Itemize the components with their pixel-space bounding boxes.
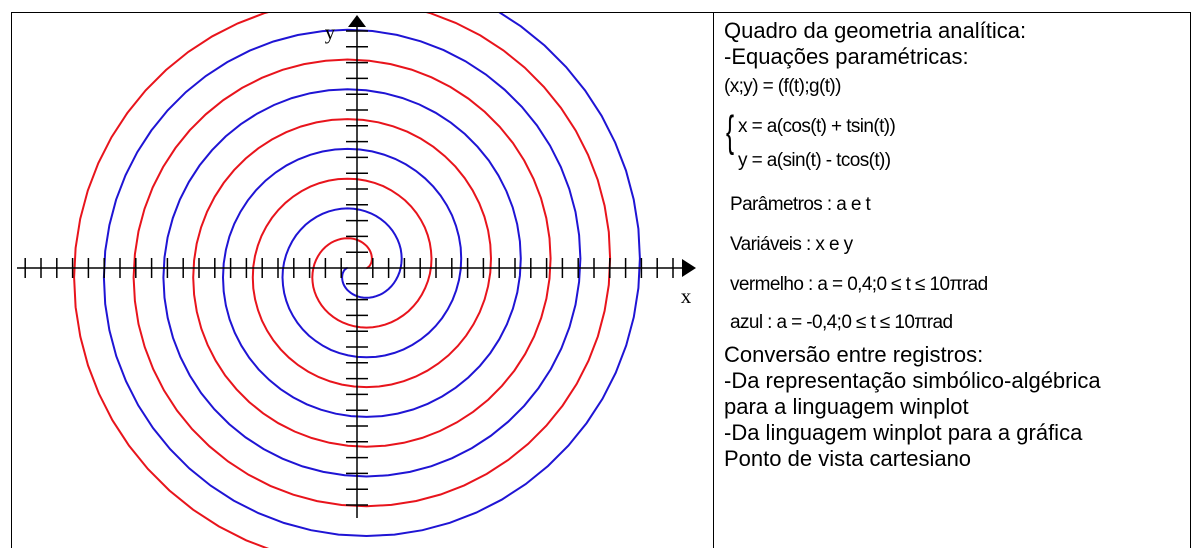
equation-general: (x;y) = (f(t);g(t)) — [724, 76, 841, 97]
y-axis-arrowhead — [348, 15, 366, 27]
vermelho-spiral — [73, 13, 612, 548]
x-axis-arrowhead — [682, 259, 696, 277]
azul-spiral — [102, 13, 641, 538]
conversion-line-2: para a linguagem winplot — [724, 394, 969, 419]
panel-title: Quadro da geometria analítica: — [724, 18, 1027, 43]
conversion-heading: Conversão entre registros: — [724, 342, 984, 367]
parameters-text: Parâmetros : a e t — [730, 194, 871, 215]
variables-text: Variáveis : x e y — [730, 234, 853, 255]
x-axis-label: x — [681, 284, 692, 308]
system-brace: { — [726, 107, 735, 156]
equations-heading: -Equações paramétricas: — [724, 44, 969, 69]
viewpoint-text: Ponto de vista cartesiano — [724, 446, 972, 471]
axes — [17, 15, 696, 518]
blue-curve-spec: azul : a = -0,4;0 ≤ t ≤ 10πrad — [730, 312, 953, 333]
red-curve-spec: vermelho : a = 0,4;0 ≤ t ≤ 10πrad — [730, 274, 988, 295]
outer-frame — [11, 12, 1191, 548]
conversion-line-3: -Da linguagem winplot para a gráfica — [724, 420, 1083, 445]
involute-plot: y x — [17, 13, 696, 548]
equation-x: x = a(cos(t) + tsin(t)) — [738, 116, 896, 137]
panel-divider — [713, 12, 714, 548]
spiral-curves — [73, 13, 641, 548]
conversion-line-1: -Da representação simbólico-algébrica — [724, 368, 1101, 393]
y-axis-label: y — [325, 20, 336, 44]
equation-y: y = a(sin(t) - tcos(t)) — [738, 150, 891, 171]
